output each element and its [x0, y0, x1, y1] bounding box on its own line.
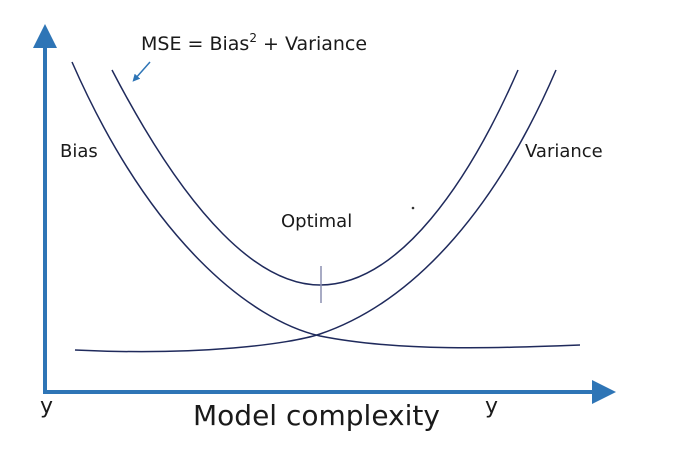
variance-curve — [74, 69, 557, 353]
bias-curve — [71, 61, 581, 349]
x-axis-title: Model complexity — [193, 399, 440, 432]
mse-formula-prefix: MSE = Bias — [141, 33, 249, 55]
mse-formula: MSE = Bias2 + Variance — [141, 31, 367, 55]
y-label-left: y — [40, 394, 53, 419]
stray-dot — [411, 206, 415, 210]
mse-curve — [111, 69, 519, 286]
mse-formula-suffix: + Variance — [257, 33, 367, 55]
mse-pointer-arrow — [132, 61, 151, 82]
y-label-right: y — [485, 394, 498, 419]
variance-label: Variance — [525, 141, 603, 162]
mse-formula-sup: 2 — [249, 31, 257, 45]
bias-label: Bias — [60, 141, 98, 162]
optimal-label: Optimal — [281, 211, 352, 232]
